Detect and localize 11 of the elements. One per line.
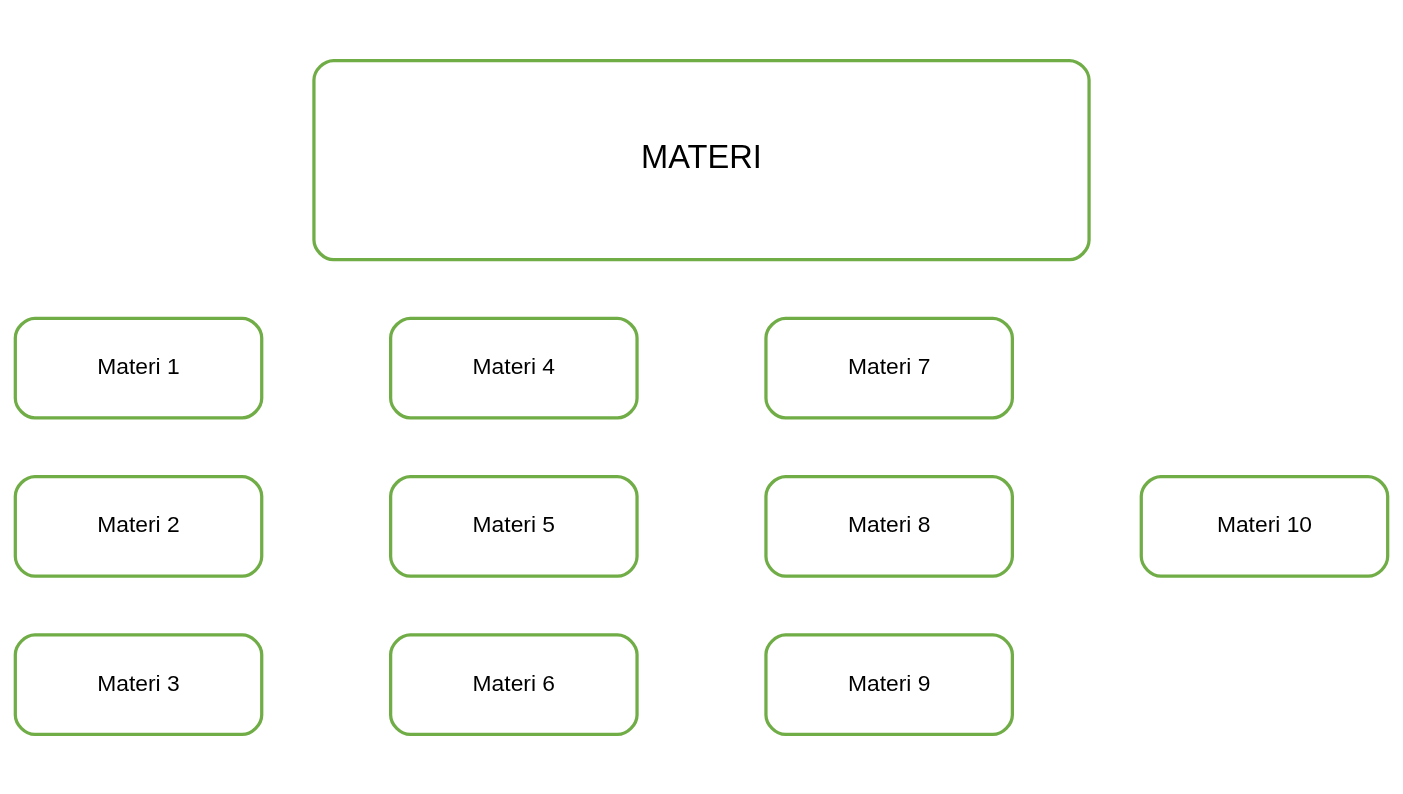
- node-box: Materi 2: [13, 474, 264, 578]
- node-box: Materi 10: [1139, 474, 1390, 578]
- node-box: Materi 9: [764, 632, 1014, 736]
- node-box: Materi 1: [13, 316, 264, 420]
- node-box: Materi 7: [764, 316, 1014, 420]
- node-box: Materi 4: [389, 316, 639, 420]
- node-box: Materi 8: [764, 474, 1014, 578]
- node-box: Materi 6: [389, 632, 639, 736]
- node-box: MATERI: [312, 58, 1091, 261]
- node-box: Materi 5: [389, 474, 639, 578]
- node-box: Materi 3: [13, 632, 264, 736]
